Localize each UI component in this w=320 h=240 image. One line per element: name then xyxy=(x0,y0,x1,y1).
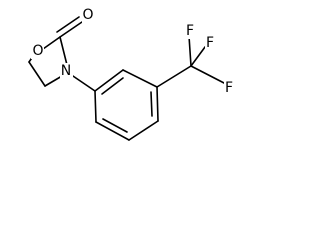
ring-nitrogen-label: N xyxy=(61,63,71,79)
benzene-inner-double-3 xyxy=(102,118,128,133)
benzene-bond-2 xyxy=(122,69,158,88)
bond-c-to-f-right xyxy=(190,65,225,84)
benzene-inner-double-2 xyxy=(150,91,153,117)
bond-ch2-to-ch2 xyxy=(28,61,46,87)
fluorine-right-bg xyxy=(224,81,234,96)
benzene-bond-5 xyxy=(95,121,130,141)
bond-ring-o-to-carbonyl-c xyxy=(42,36,61,50)
bond-n-to-ch2 xyxy=(44,75,63,87)
fluorine-top-left-label: F xyxy=(186,23,194,39)
ring-oxygen-label: O xyxy=(32,43,43,59)
bond-n-to-phenyl xyxy=(69,73,96,92)
fluorine-top-right-label: F xyxy=(206,35,214,51)
bond-c-to-f-top-left xyxy=(188,35,192,67)
benzene-inner-double-1 xyxy=(101,77,124,95)
fluorine-top-left-bg xyxy=(185,24,195,39)
ring-nitrogen-bg xyxy=(60,63,73,79)
ring-oxygen-bg xyxy=(31,43,44,59)
benzene-bond-1 xyxy=(94,69,124,92)
bond-phenyl-to-cf3-carbon xyxy=(156,65,192,88)
bond-carbonyl-double-2 xyxy=(56,16,80,33)
carbonyl-oxygen-bg xyxy=(82,7,94,23)
carbonyl-oxygen-label: O xyxy=(82,7,93,23)
structure-canvas: O O N F F F xyxy=(28,7,234,141)
oxazolidinone-structure-diagram: O O N F F F xyxy=(28,7,234,141)
fluorine-top-right-bg xyxy=(205,36,215,51)
bond-carbonyl-double-1 xyxy=(59,21,83,38)
benzene-bond-4 xyxy=(128,120,159,141)
benzene-bond-3 xyxy=(156,86,159,122)
benzene-bond-6 xyxy=(94,90,97,123)
bond-carbonyl-c-to-n xyxy=(59,36,68,66)
fluorine-right-label: F xyxy=(225,80,233,96)
bond-c-to-f-top-right xyxy=(190,46,206,67)
